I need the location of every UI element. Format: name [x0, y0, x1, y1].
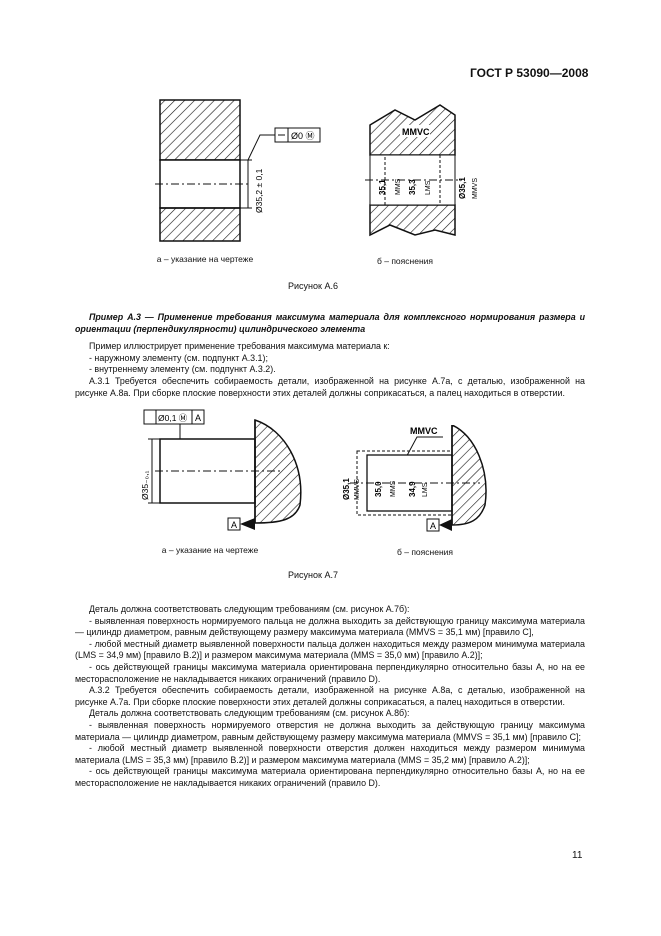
tol-frame-a7: Ø0,1 Ⓜ	[158, 413, 188, 423]
example-p4: А.3.1 Требуется обеспечить собираемость …	[75, 375, 585, 398]
example-title: Пример А.3 — Применение требования макси…	[75, 312, 585, 334]
figure-a6-a: Ø0 Ⓜ Ø35,2 ± 0,1	[155, 99, 321, 242]
fig-a6-label-a: а – указание на чертеже	[156, 254, 254, 264]
dim-a6: Ø35,2 ± 0,1	[254, 168, 264, 213]
datum-a7-b: A	[430, 521, 436, 531]
body-q5: А.3.2 Требуется обеспечить собираемость …	[75, 685, 585, 707]
a7-d1: Ø35,1	[342, 478, 351, 500]
a6-mmvs: MMVS	[472, 178, 479, 199]
fig-a7-caption: Рисунок А.7	[288, 570, 338, 580]
example-p1: Пример иллюстрирует применение требовани…	[89, 341, 390, 352]
body-q4: - ось действующей границы максимума мате…	[75, 661, 585, 684]
standard-header: ГОСТ Р 53090—2008	[470, 66, 589, 80]
a6-lms: LMS	[425, 180, 432, 195]
figure-a7-a: Ø0,1 Ⓜ A Ø35₋₀,₁ A	[140, 409, 302, 531]
page-number: 11	[572, 850, 583, 861]
body-q1: Деталь должна соответствовать следующим …	[89, 604, 410, 614]
a7-lms: LMS	[422, 482, 429, 497]
datum-a7-a: A	[231, 520, 237, 530]
fig-a6-label-b: б – пояснения	[377, 256, 433, 266]
datum-a7-frame: A	[195, 413, 201, 423]
a6-d2: 35,3	[408, 179, 417, 195]
example-p2: - наружному элементу (см. подпункт А.3.1…	[89, 352, 268, 363]
fig-a7-label-a: а – указание на чертеже	[161, 545, 259, 555]
body-q8: - любой местный диаметр выявленной повер…	[75, 743, 585, 765]
body-q2: - выявленная поверхность нормируемого па…	[75, 615, 585, 638]
dim-a7: Ø35₋₀,₁	[140, 471, 150, 500]
a7-mmvs: MMVS	[354, 479, 361, 500]
body-q7: - выявленная поверхность нормируемого от…	[75, 719, 585, 742]
figure-a6-b: MMVC 35,1 MMS 35,3 LMS Ø35,1 MMVS	[365, 104, 479, 237]
a7-mms: MMS	[390, 480, 397, 497]
a7-d3: 34,9	[408, 481, 417, 497]
body-q9: - ось действующей границы максимума мате…	[75, 766, 585, 788]
fig-a7-label-b: б – пояснения	[397, 547, 453, 557]
a6-d3: Ø35,1	[458, 177, 467, 199]
example-block: Пример А.3 — Применение требования макси…	[75, 312, 585, 399]
figure-a7-b: MMVC Ø35,1 MMVS 35,0 MMS 34,9 LMS A	[342, 425, 487, 532]
tol-frame-a6: Ø0 Ⓜ	[291, 131, 315, 141]
body-q6: Деталь должна соответствовать следующим …	[89, 708, 410, 719]
a7-d2: 35,0	[374, 481, 383, 497]
mmvc-label-a6: MMVC	[402, 127, 430, 137]
fig-a6-caption: Рисунок А.6	[288, 281, 338, 291]
example-p3: - внутреннему элементу (см. подпункт А.3…	[89, 364, 276, 375]
a6-d1: 35,1	[378, 179, 387, 195]
body-q3: - любой местный диаметр выявленной повер…	[75, 638, 585, 661]
mmvc-label-a7: MMVC	[410, 426, 438, 436]
body-block: Деталь должна соответствовать следующим …	[75, 604, 585, 790]
a6-mms: MMS	[395, 178, 402, 195]
